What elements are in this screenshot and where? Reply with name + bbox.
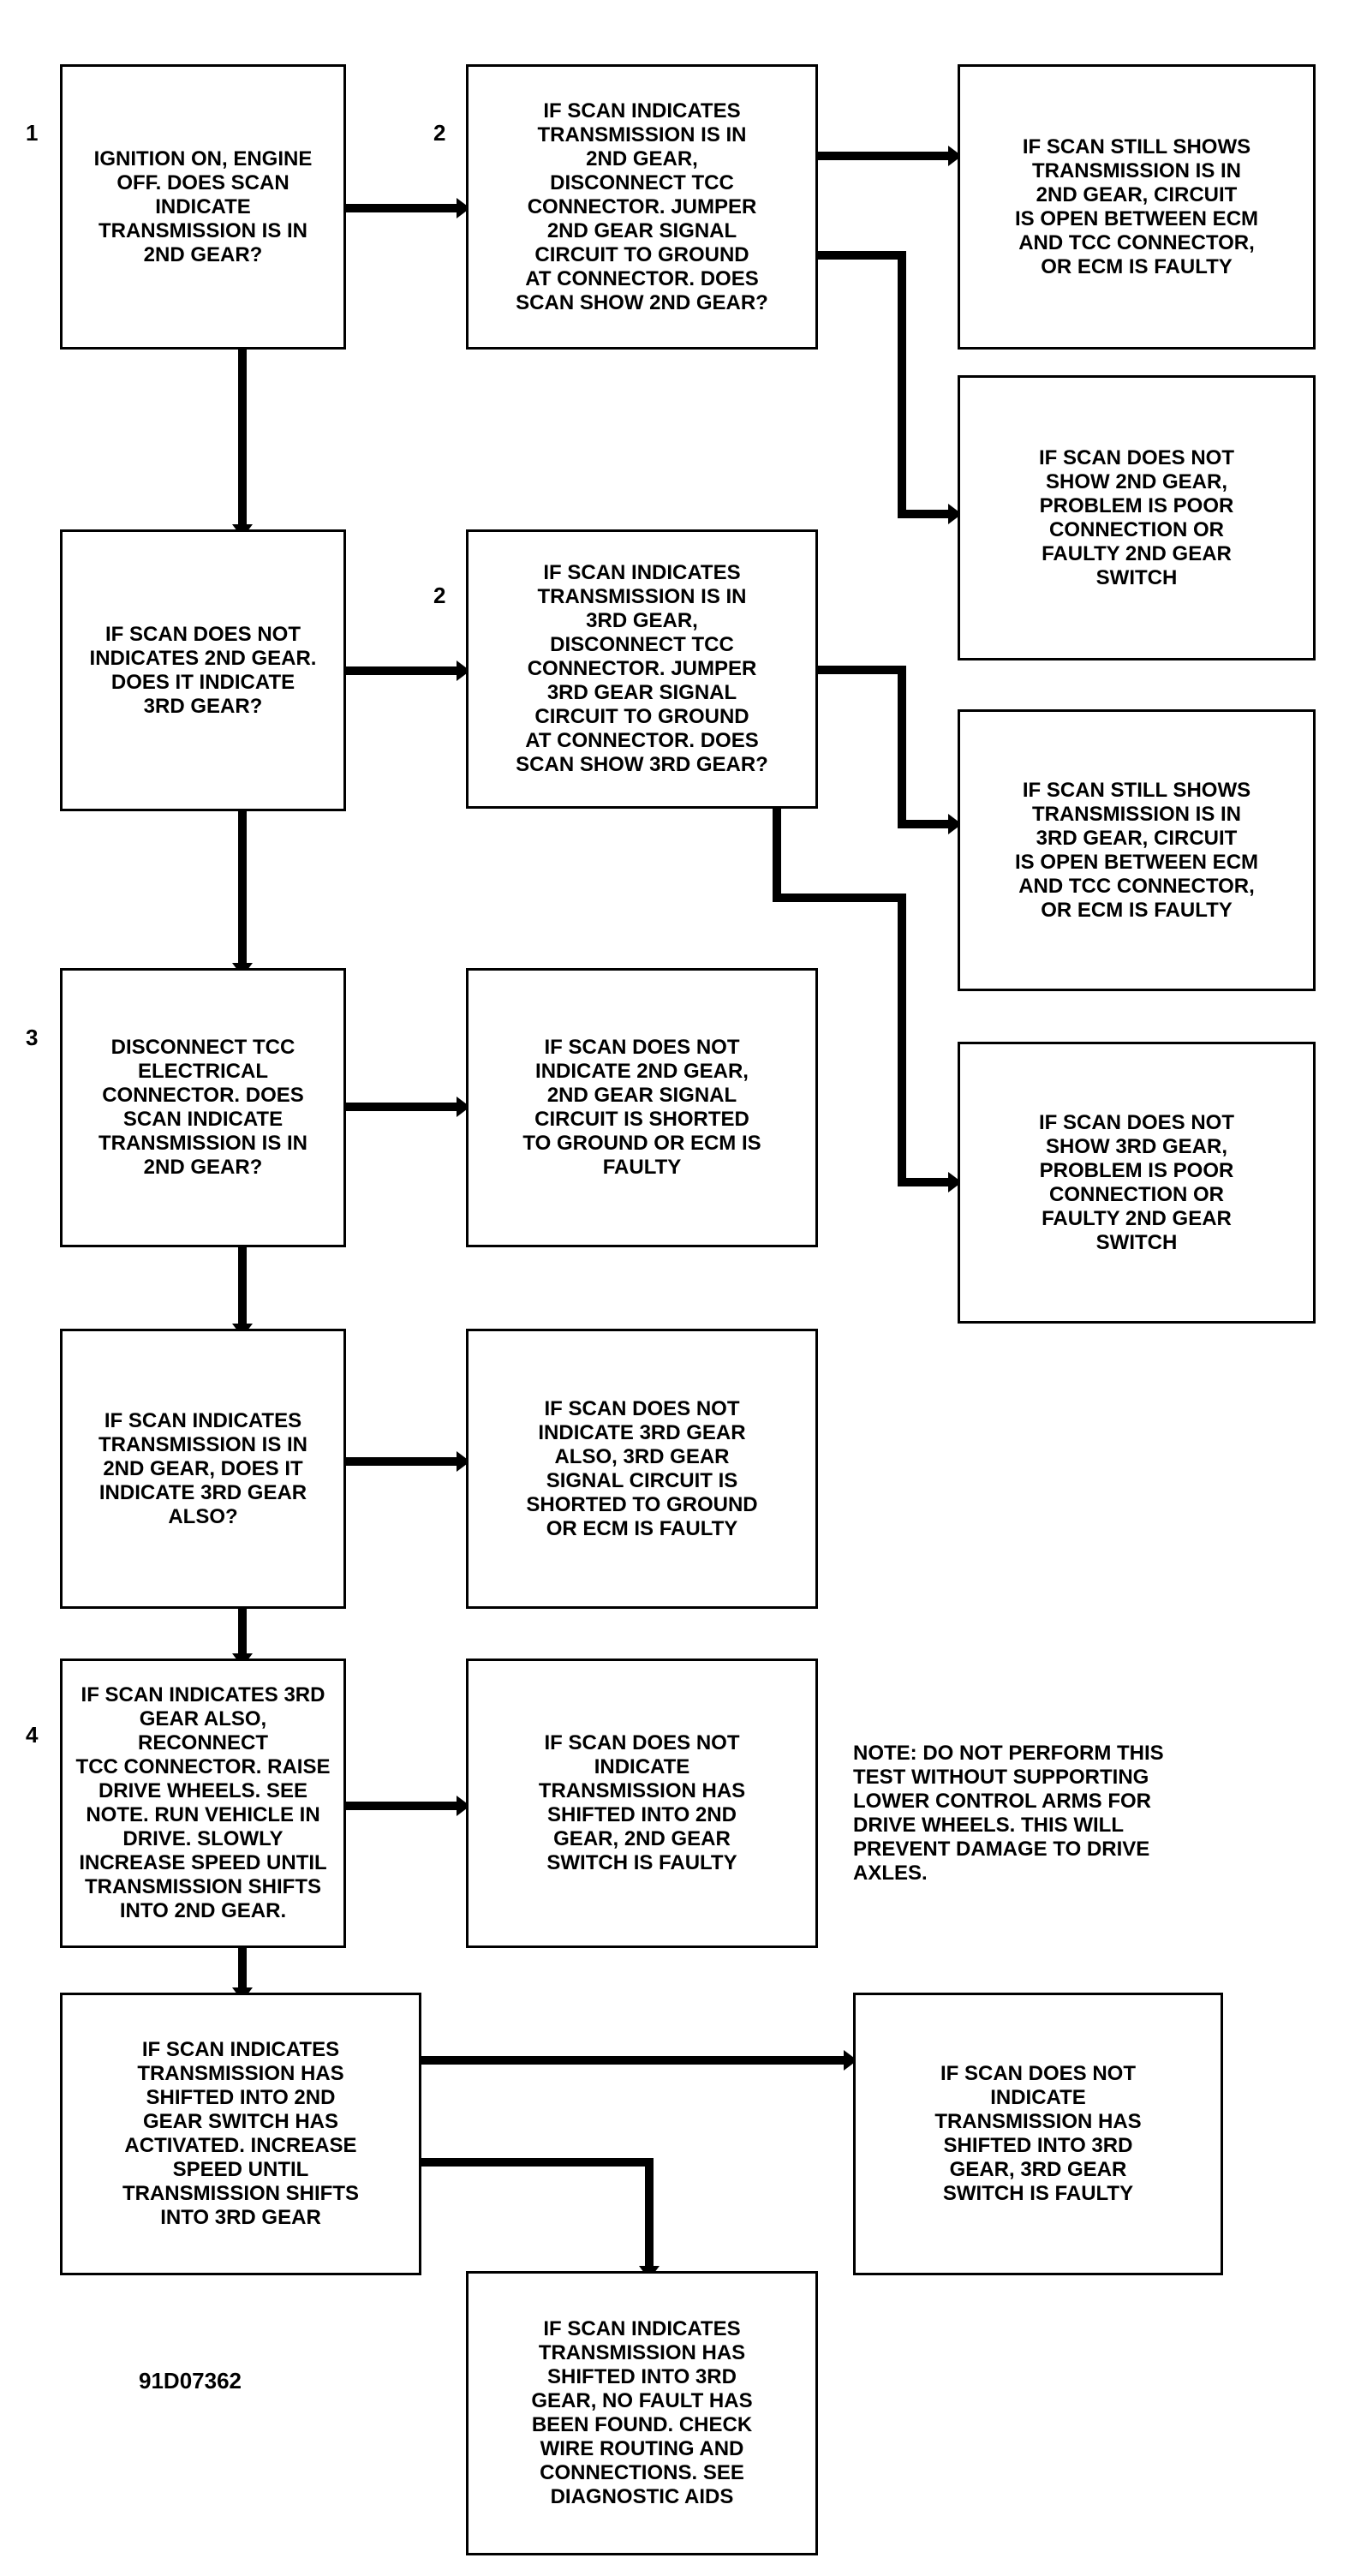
safety-note-text: NOTE: DO NOT PERFORM THIS TEST WITHOUT S…	[853, 1742, 1164, 1885]
box-3rd-gear-open-circuit-text: IF SCAN STILL SHOWS TRANSMISSION IS IN 3…	[1014, 778, 1259, 922]
box-2nd-gear-switch-faulty-text: IF SCAN DOES NOT INDICATE TRANSMISSION H…	[538, 1731, 746, 1874]
box-3rd-gear-poor-connection: IF SCAN DOES NOT SHOW 3RD GEAR, PROBLEM …	[958, 1042, 1316, 1324]
connector-b15-b17	[421, 2158, 654, 2266]
box-2nd-gear-poor-connection: IF SCAN DOES NOT SHOW 2ND GEAR, PROBLEM …	[958, 375, 1316, 660]
box-road-test-2nd: IF SCAN INDICATES 3RD GEAR ALSO, RECONNE…	[60, 1659, 346, 1948]
box-3rd-gear-check-text: IF SCAN DOES NOT INDICATES 2ND GEAR. DOE…	[89, 622, 317, 718]
box-3rd-gear-jumper-text: IF SCAN INDICATES TRANSMISSION IS IN 3RD…	[516, 561, 768, 776]
step-number-1: 1	[26, 120, 39, 146]
arrowhead-b4	[948, 504, 962, 524]
box-2nd-gear-shorted-text: IF SCAN DOES NOT INDICATE 2ND GEAR, 2ND …	[522, 1036, 761, 1179]
box-no-fault-found-text: IF SCAN INDICATES TRANSMISSION HAS SHIFT…	[531, 2317, 753, 2508]
step-number-3: 3	[26, 1025, 39, 1050]
arrowhead-b14	[457, 1796, 470, 1816]
box-ignition-check: IGNITION ON, ENGINE OFF. DOES SCAN INDIC…	[60, 64, 346, 350]
arrowhead-b6	[457, 660, 470, 681]
box-2nd-gear-open-circuit: IF SCAN STILL SHOWS TRANSMISSION IS IN 2…	[958, 64, 1316, 350]
box-3rd-gear-also-check: IF SCAN INDICATES TRANSMISSION IS IN 2ND…	[60, 1329, 346, 1609]
box-no-fault-found: IF SCAN INDICATES TRANSMISSION HAS SHIFT…	[466, 2271, 818, 2555]
arrowhead-b7	[948, 814, 962, 834]
box-road-test-2nd-text: IF SCAN INDICATES 3RD GEAR ALSO, RECONNE…	[75, 1683, 331, 1922]
connector-b6-b7	[818, 666, 948, 828]
box-road-test-3rd: IF SCAN INDICATES TRANSMISSION HAS SHIFT…	[60, 1993, 421, 2275]
box-3rd-gear-shorted-text: IF SCAN DOES NOT INDICATE 3RD GEAR ALSO,…	[526, 1396, 758, 1540]
safety-note: NOTE: DO NOT PERFORM THIS TEST WITHOUT S…	[853, 1742, 1256, 1886]
arrowhead-b10	[457, 1097, 470, 1117]
box-3rd-gear-shorted: IF SCAN DOES NOT INDICATE 3RD GEAR ALSO,…	[466, 1329, 818, 1609]
step-number-2b: 2	[433, 583, 446, 608]
box-2nd-gear-switch-faulty: IF SCAN DOES NOT INDICATE TRANSMISSION H…	[466, 1659, 818, 1948]
box-2nd-gear-open-circuit-text: IF SCAN STILL SHOWS TRANSMISSION IS IN 2…	[1014, 134, 1259, 278]
arrowhead-b8	[948, 1172, 962, 1192]
box-3rd-gear-jumper: IF SCAN INDICATES TRANSMISSION IS IN 3RD…	[466, 529, 818, 809]
arrowhead-b16	[844, 2050, 857, 2071]
connector-b6-b8	[773, 809, 948, 1186]
box-2nd-gear-jumper-text: IF SCAN INDICATES TRANSMISSION IS IN 2ND…	[516, 99, 768, 314]
box-2nd-gear-jumper: IF SCAN INDICATES TRANSMISSION IS IN 2ND…	[466, 64, 818, 350]
arrowhead-b12	[457, 1451, 470, 1472]
step-number-4: 4	[26, 1722, 39, 1748]
box-3rd-gear-check: IF SCAN DOES NOT INDICATES 2ND GEAR. DOE…	[60, 529, 346, 811]
arrowhead-b2	[457, 198, 470, 218]
box-road-test-3rd-text: IF SCAN INDICATES TRANSMISSION HAS SHIFT…	[122, 2038, 359, 2229]
box-3rd-gear-open-circuit: IF SCAN STILL SHOWS TRANSMISSION IS IN 3…	[958, 709, 1316, 991]
box-disconnect-tcc-text: DISCONNECT TCC ELECTRICAL CONNECTOR. DOE…	[98, 1036, 308, 1179]
connector-b2-b4	[818, 251, 948, 518]
box-3rd-gear-switch-faulty-text: IF SCAN DOES NOT INDICATE TRANSMISSION H…	[934, 2062, 1142, 2205]
box-2nd-gear-shorted: IF SCAN DOES NOT INDICATE 2ND GEAR, 2ND …	[466, 968, 818, 1247]
step-number-2: 2	[433, 120, 446, 146]
box-ignition-check-text: IGNITION ON, ENGINE OFF. DOES SCAN INDIC…	[93, 146, 313, 266]
figure-id: 91D07362	[139, 2368, 242, 2394]
box-3rd-gear-poor-connection-text: IF SCAN DOES NOT SHOW 3RD GEAR, PROBLEM …	[1038, 1110, 1234, 1254]
box-disconnect-tcc: DISCONNECT TCC ELECTRICAL CONNECTOR. DOE…	[60, 968, 346, 1247]
box-3rd-gear-switch-faulty: IF SCAN DOES NOT INDICATE TRANSMISSION H…	[853, 1993, 1223, 2275]
box-3rd-gear-also-check-text: IF SCAN INDICATES TRANSMISSION IS IN 2ND…	[98, 1408, 308, 1528]
arrowhead-b3	[948, 146, 962, 166]
box-2nd-gear-poor-connection-text: IF SCAN DOES NOT SHOW 2ND GEAR, PROBLEM …	[1038, 445, 1234, 589]
